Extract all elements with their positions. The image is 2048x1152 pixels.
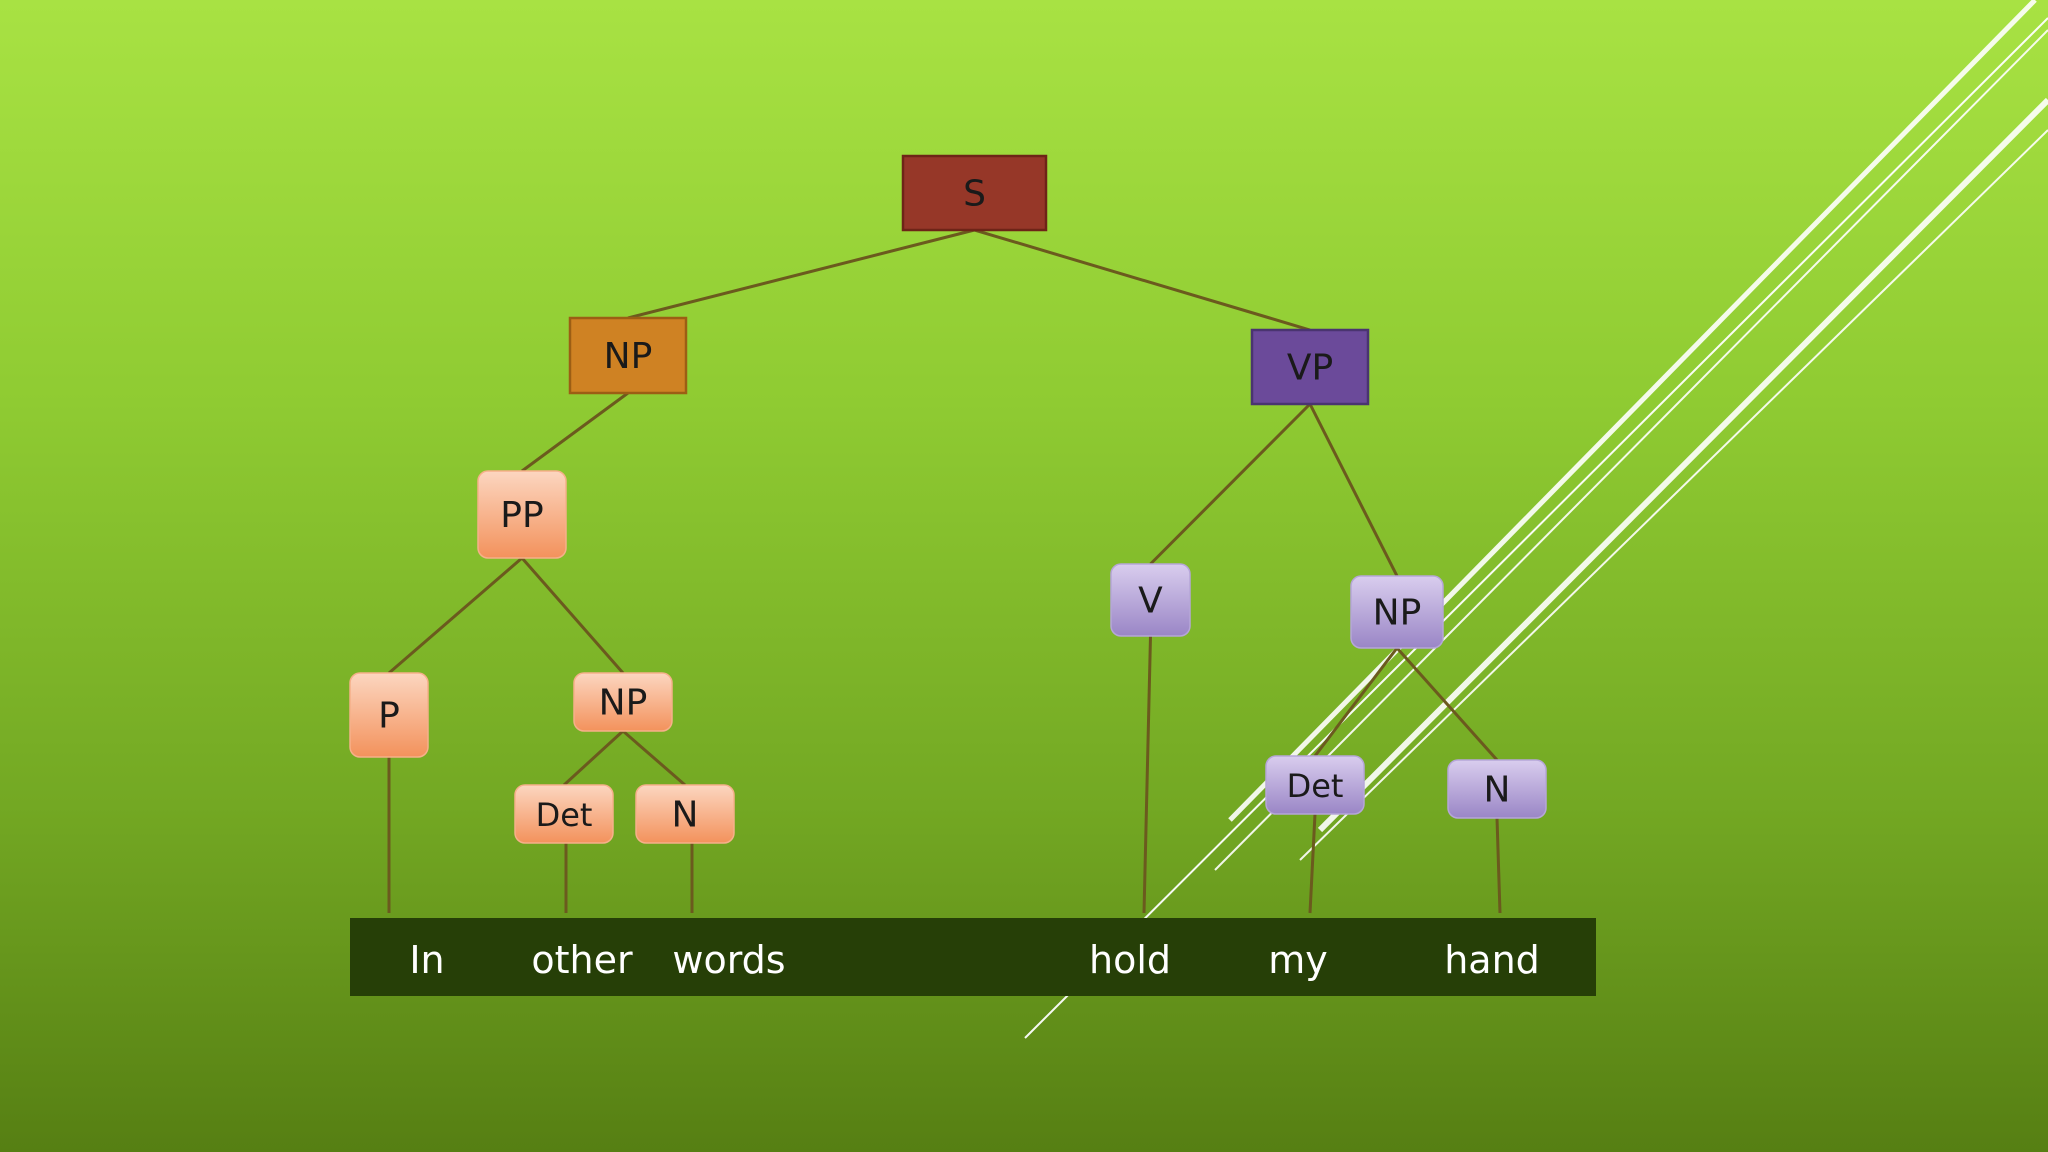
node-box (1110, 563, 1191, 637)
tree-edge (388, 556, 523, 675)
tree-edge (1308, 403, 1399, 577)
node-box (635, 784, 735, 844)
sentence-word-words: words (672, 938, 785, 982)
node-label: VP (1287, 348, 1333, 389)
node-label: Det (1287, 767, 1344, 805)
tree-edge (521, 391, 629, 473)
node-label: P (378, 696, 400, 737)
tree-node-p: P (349, 672, 429, 758)
tree-edges (387, 228, 1502, 914)
node-box (1350, 575, 1444, 649)
sentence-word-in: In (409, 938, 444, 982)
decorative-diagonal-lines (1024, 0, 2048, 1039)
node-label: S (963, 174, 986, 215)
tree-edge (1395, 647, 1499, 761)
tree-edge (1142, 635, 1152, 914)
tree-node-s: S (901, 154, 1048, 232)
tree-edge (627, 228, 975, 320)
node-box (901, 154, 1048, 232)
node-box (568, 316, 688, 395)
tree-node-n1: N (635, 784, 735, 844)
tree-edge (1308, 813, 1317, 914)
decorative-line (1228, 0, 2037, 822)
node-label: N (672, 795, 699, 836)
sentence-word-hand: hand (1444, 938, 1540, 982)
sentence-word-my: my (1268, 938, 1328, 982)
tree-edge (520, 557, 625, 674)
node-box (349, 672, 429, 758)
tree-node-n2: N (1447, 759, 1547, 819)
node-box (477, 470, 567, 559)
tree-node-det2: Det (1265, 755, 1365, 815)
tree-node-pp: PP (477, 470, 567, 559)
decorative-line (1024, 17, 2048, 1039)
tree-node-v: V (1110, 563, 1191, 637)
node-box (573, 672, 673, 732)
tree-edge (974, 228, 1311, 332)
tree-node-np1: NP (568, 316, 688, 395)
node-label: N (1484, 770, 1511, 811)
node-label: PP (500, 495, 543, 536)
sentence-word-hold: hold (1089, 938, 1171, 982)
node-box (1265, 755, 1365, 815)
node-box (1447, 759, 1547, 819)
node-label: NP (604, 336, 653, 377)
tree-edge (1313, 647, 1399, 757)
node-box (514, 784, 614, 844)
tree-node-vp: VP (1250, 328, 1370, 406)
decorative-line (1299, 129, 2048, 861)
tree-edge (1495, 817, 1502, 914)
node-label: NP (1373, 593, 1422, 634)
node-label: NP (599, 683, 648, 724)
tree-node-det1: Det (514, 784, 614, 844)
node-label: Det (536, 796, 593, 834)
tree-edge (562, 729, 625, 787)
tree-node-np2: NP (573, 672, 673, 732)
node-label: V (1138, 581, 1163, 622)
sentence-word-other: other (531, 938, 633, 982)
node-box (1250, 328, 1370, 406)
tree-node-np3: NP (1350, 575, 1444, 649)
decorative-line (1317, 97, 2048, 833)
tree-edge (1149, 402, 1312, 566)
sentence-word-bar (350, 918, 1596, 996)
tree-edge (622, 729, 686, 787)
decorative-line (1214, 29, 2048, 871)
